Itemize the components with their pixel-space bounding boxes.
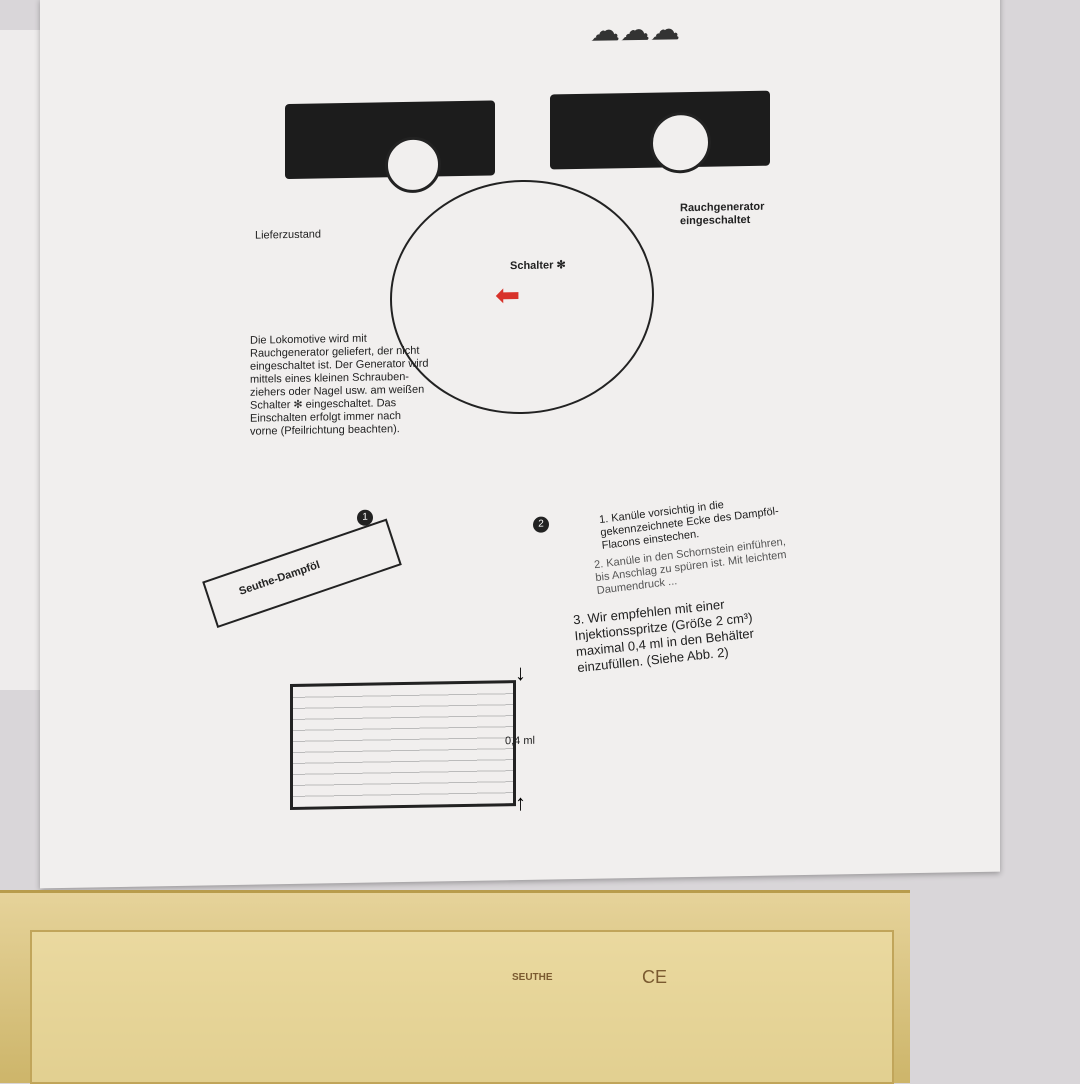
bottle-illustration: Seuthe-Dampföl xyxy=(202,518,402,629)
bottle-label: Seuthe-Dampföl xyxy=(237,558,322,598)
step-3-text: 3. Wir empfehlen mit einer Injektionsspr… xyxy=(572,596,755,676)
label-delivery: Lieferzustand xyxy=(255,228,322,242)
tray-brand: SEUTHE xyxy=(512,972,553,983)
volume-label: 0,4 ml xyxy=(505,734,535,748)
instruction-sheet: Lieferzustand ☁☁☁ Rauchgenerator eingesc… xyxy=(40,0,1000,889)
label-smoke-on: Rauchgenerator eingeschaltet xyxy=(680,200,765,228)
intro-text: Die Lokomotive wird mit Rauchgenerator g… xyxy=(250,332,429,438)
tray-compartment: SEUTHE CE xyxy=(30,930,894,1084)
tank-cross-section xyxy=(290,680,516,811)
arrow-icon: ⬅ xyxy=(495,278,521,313)
label-switch: Schalter ✻ xyxy=(510,259,566,273)
locomotive-wheel-icon xyxy=(385,136,441,194)
arrow-down-icon: ↓ xyxy=(515,659,526,686)
ce-mark: CE xyxy=(642,967,668,987)
arrow-up-icon: ↑ xyxy=(515,789,526,816)
step-marker-2: 2 xyxy=(533,516,549,533)
smoke-icon: ☁☁☁ xyxy=(590,13,680,48)
